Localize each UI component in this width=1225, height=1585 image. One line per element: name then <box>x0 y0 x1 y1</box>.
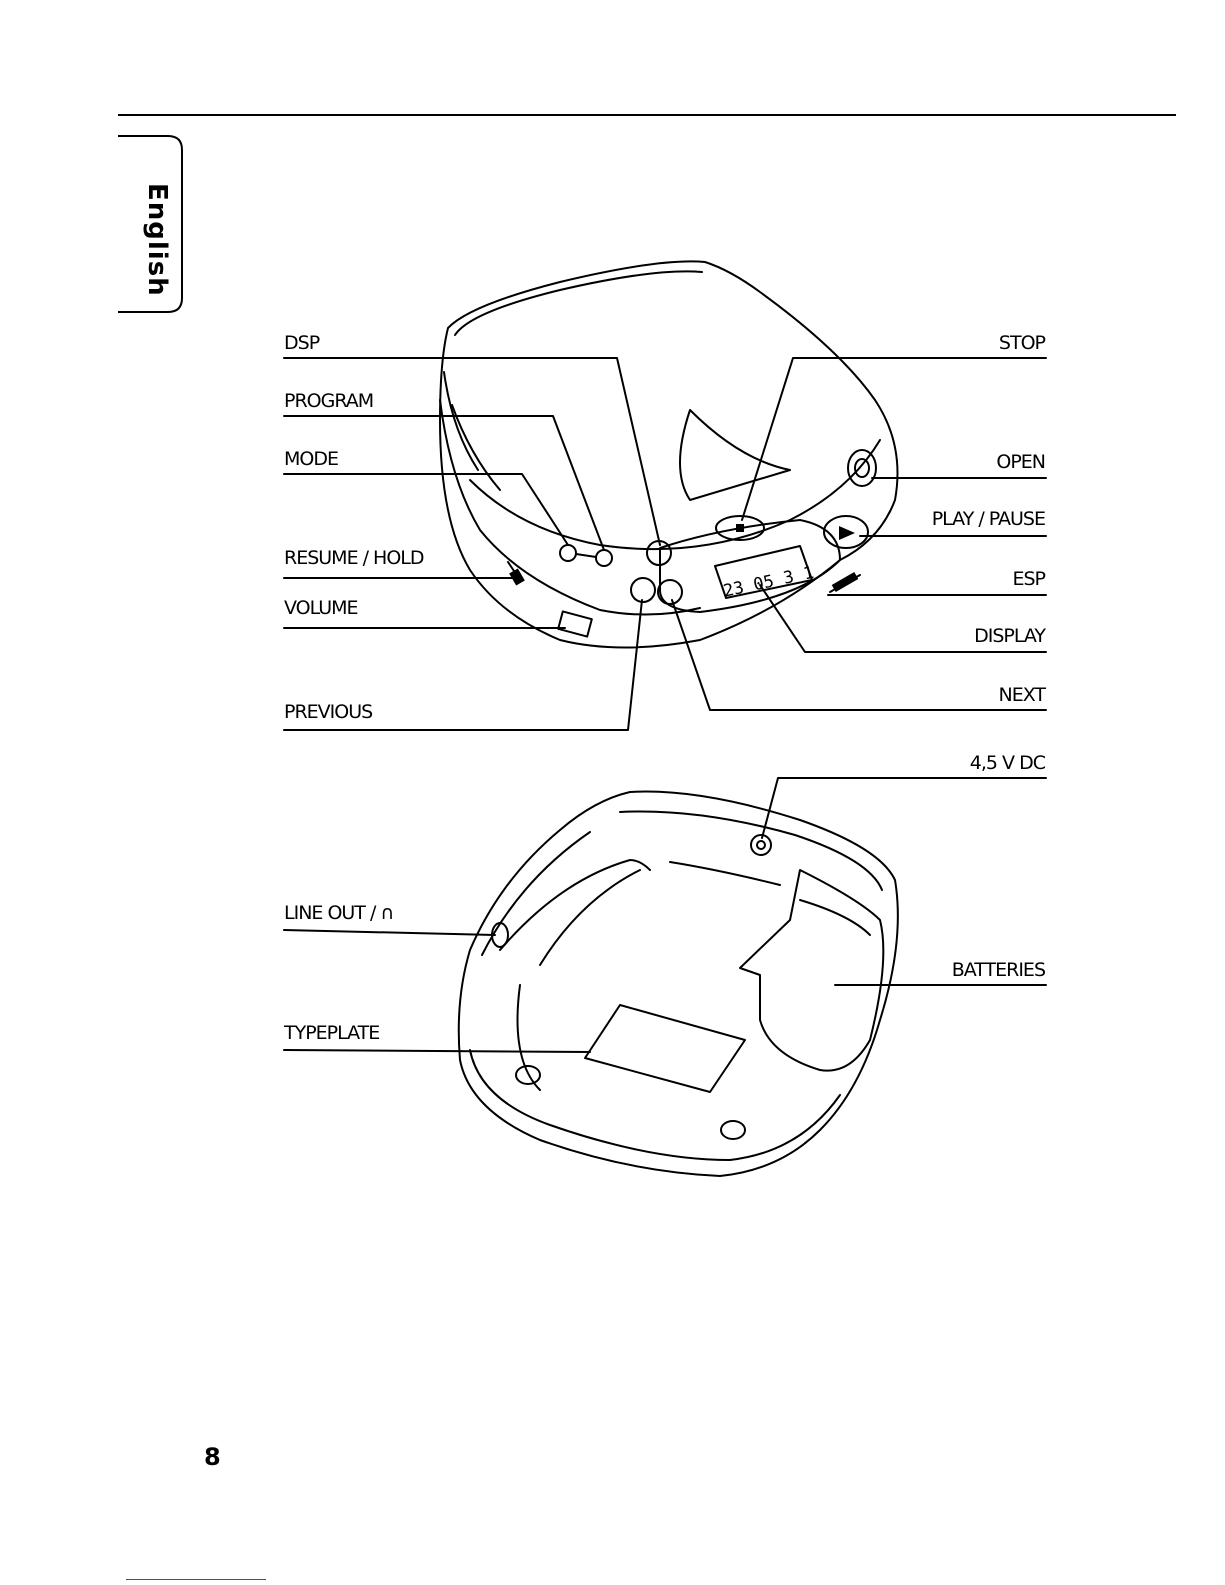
label-esp: ESP <box>1012 569 1045 589</box>
label-dsp: DSP <box>284 333 319 353</box>
label-typeplate: TYPEPLATE <box>284 1023 379 1043</box>
label-line-out: LINE OUT / ∩ <box>284 903 393 923</box>
page-number: 8 <box>204 1443 221 1471</box>
label-display: DISPLAY <box>974 626 1045 646</box>
footer-rule <box>126 1579 266 1580</box>
label-batteries: BATTERIES <box>952 960 1045 980</box>
label-mode: MODE <box>284 449 338 469</box>
label-next: NEXT <box>998 685 1045 705</box>
label-play-pause: PLAY / PAUSE <box>932 509 1045 529</box>
label-program: PROGRAM <box>284 391 373 411</box>
label-dc-input: 4,5 V DC <box>970 753 1045 773</box>
device-display-text: 23 05 3 1 <box>722 563 816 602</box>
label-volume: VOLUME <box>284 598 358 618</box>
label-previous: PREVIOUS <box>284 702 372 722</box>
label-open: OPEN <box>996 452 1045 472</box>
label-stop: STOP <box>999 333 1045 353</box>
label-resume-hold: RESUME / HOLD <box>284 548 424 568</box>
